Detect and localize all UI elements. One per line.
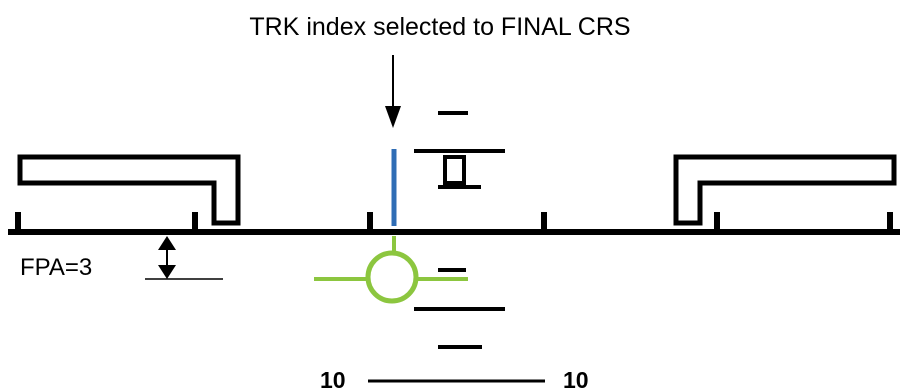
annotation-arrow-head: [385, 106, 401, 128]
horizon-tick: [541, 212, 547, 232]
horizon-tick: [192, 212, 198, 232]
fpa-label: FPA=3: [20, 254, 92, 281]
flight-director-square: [443, 155, 466, 185]
flight-path-vector: [314, 236, 468, 304]
pitch-scale-right-label: 10: [563, 367, 589, 392]
horizon-tick: [15, 212, 21, 232]
left-aircraft-wing-symbol: [17, 154, 241, 226]
fpv-circle: [365, 250, 419, 304]
fpa-arrow-head-up: [158, 236, 176, 250]
horizon-tick: [887, 212, 893, 232]
horizon-tick: [714, 212, 720, 232]
horizon-ticks: [15, 212, 893, 232]
right-aircraft-wing-symbol: [673, 154, 897, 226]
pitch-scale-left-label: 10: [320, 367, 346, 392]
horizon-tick: [367, 212, 373, 232]
fpa-arrow-head-down: [158, 265, 176, 279]
annotation-caption: TRK index selected to FINAL CRS: [249, 13, 630, 41]
